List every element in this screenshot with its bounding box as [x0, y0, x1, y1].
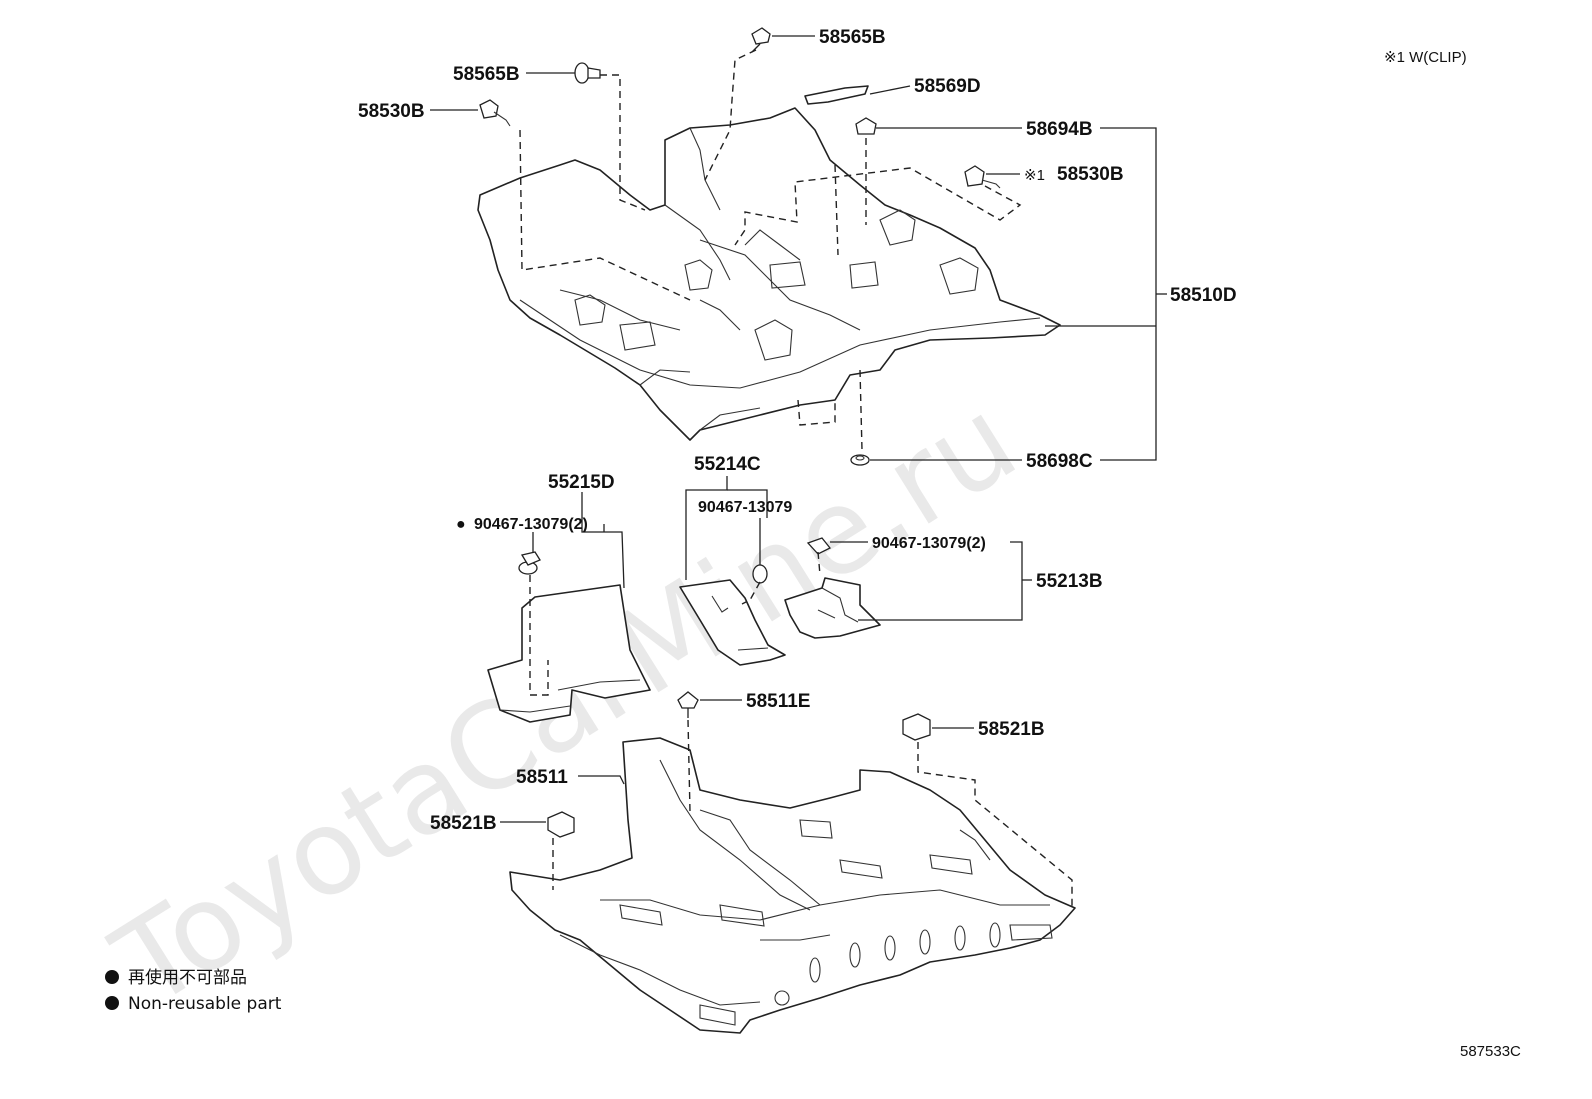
label-58565b-left: 58565B [453, 64, 520, 85]
fastener-58565b-top [751, 27, 771, 53]
fastener-58565b-left [574, 62, 601, 84]
legend-text-jp: 再使用不可部品 [128, 967, 247, 988]
label-58694b: 58694B [1026, 119, 1093, 140]
label-58510d: 58510D [1170, 285, 1237, 306]
label-58511e: 58511E [746, 691, 810, 712]
label-58565b-top: 58565B [819, 27, 886, 48]
part-55215d [487, 551, 651, 723]
legend: 再使用不可部品 Non-reusable part [105, 967, 282, 1014]
part-58569d [804, 85, 869, 105]
fastener-58530b-left [479, 99, 511, 127]
legend-text-en: Non-reusable part [128, 994, 282, 1014]
fastener-58521b-left [547, 811, 575, 838]
part-55213b [784, 537, 881, 639]
label-58521b-right: 58521B [978, 719, 1045, 740]
non-reusable-marker: ● [456, 516, 466, 533]
label-55213b: 55213B [1036, 571, 1103, 592]
label-58698c: 58698C [1026, 451, 1093, 472]
figure-code: 587533C [1460, 1043, 1521, 1060]
fastener-58511e [677, 691, 699, 718]
label-58530b-right: 58530B [1057, 164, 1124, 185]
floor-carpet-rear-58511 [509, 737, 1076, 1034]
label-58530b-left: 58530B [358, 101, 425, 122]
fastener-58694b [855, 117, 877, 135]
label-58530b-right-note: ※1 [1024, 167, 1045, 184]
label-58521b-left: 58521B [430, 813, 497, 834]
label-58511: 58511 [516, 767, 568, 788]
fastener-58530b-right [964, 165, 1001, 189]
legend-bullet-1 [105, 970, 119, 984]
label-55214c-clip: 90467-13079 [698, 499, 792, 516]
part-55214c [679, 564, 786, 666]
floor-carpet-front-58510d [477, 107, 1061, 441]
label-55213b-clip: 90467-13079(2) [872, 535, 986, 552]
note-w-clip: ※1 W(CLIP) [1384, 49, 1467, 66]
fastener-58698c [850, 454, 870, 466]
label-58569d: 58569D [914, 76, 981, 97]
label-55215d: 55215D [548, 472, 615, 493]
fastener-58521b-right [902, 713, 931, 741]
legend-bullet-2 [105, 996, 119, 1010]
label-55214c: 55214C [694, 454, 761, 475]
label-55215d-clip: 90467-13079(2) [474, 516, 588, 533]
